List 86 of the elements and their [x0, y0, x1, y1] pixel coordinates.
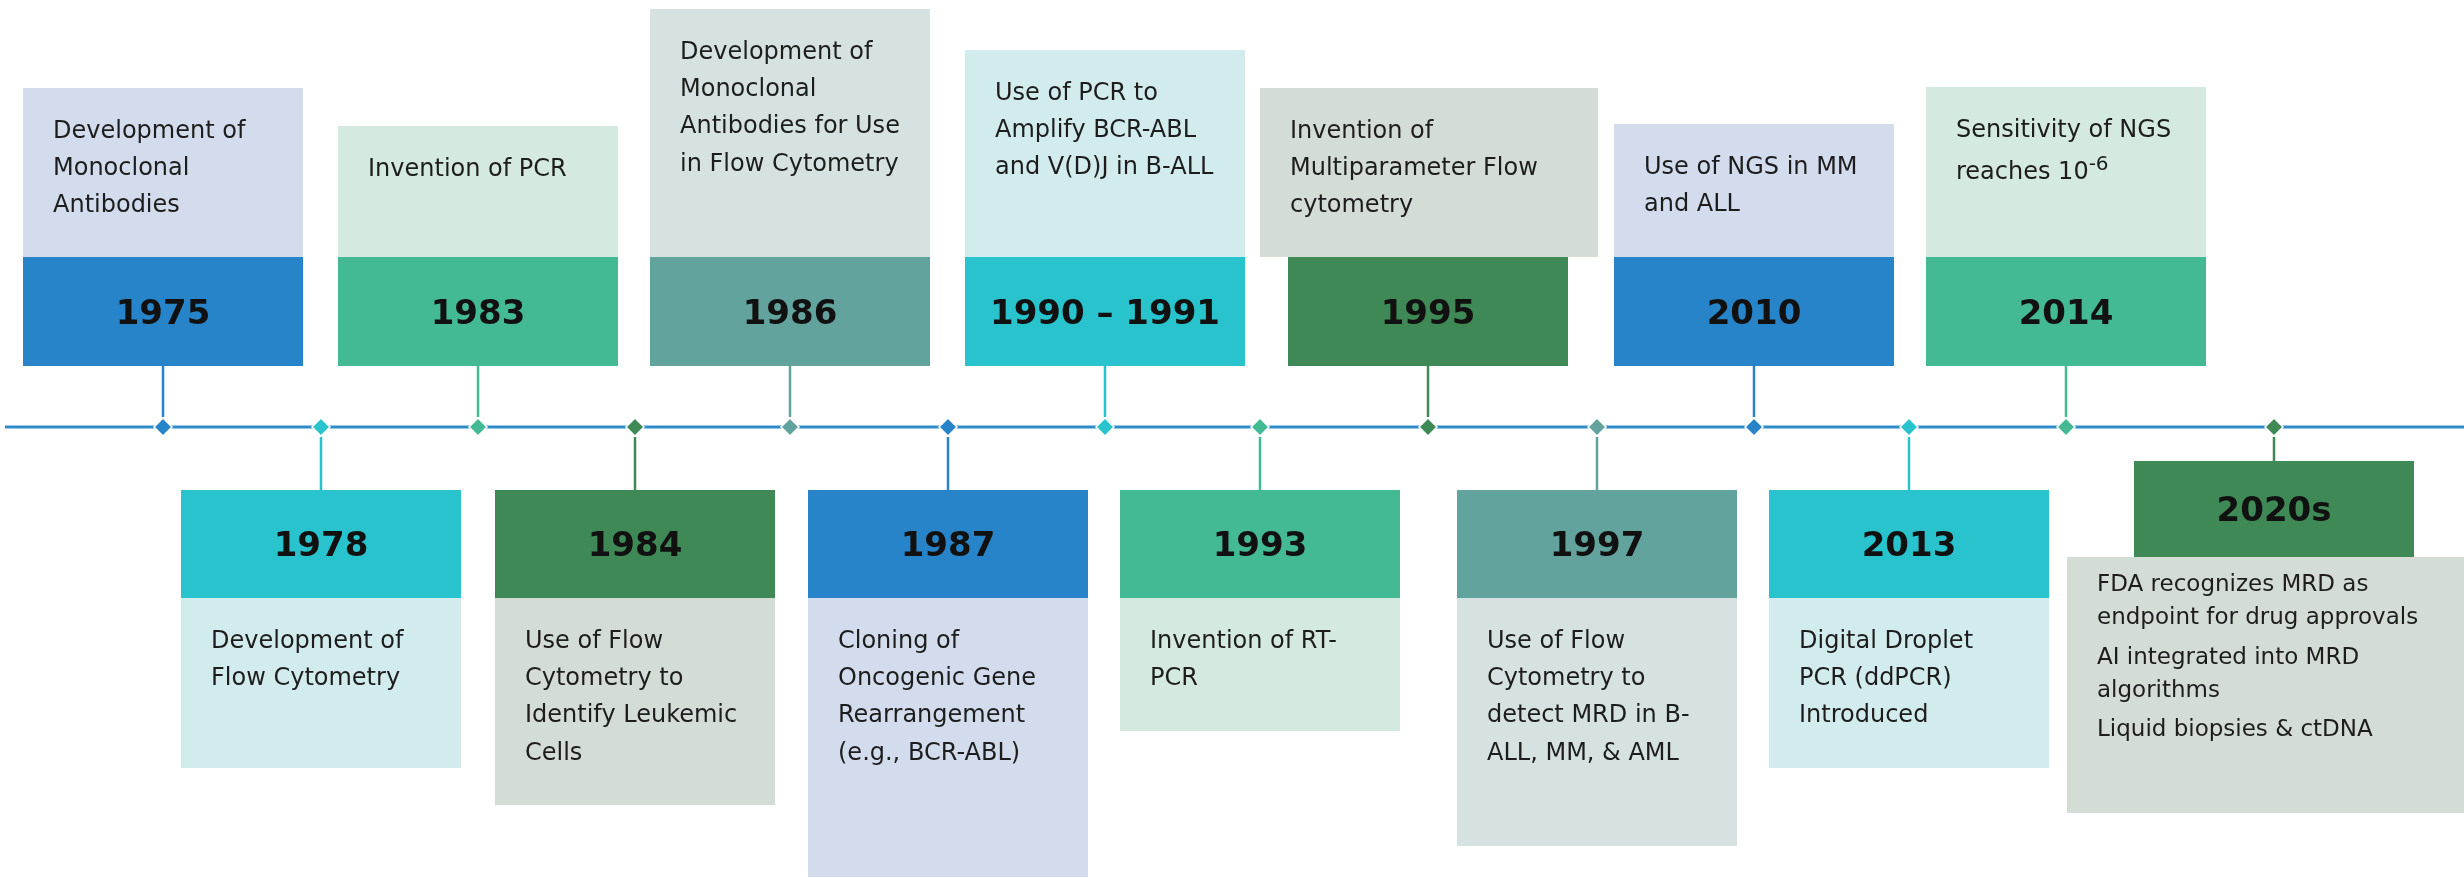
timeline-marker [1250, 417, 1270, 437]
connector-line [319, 437, 323, 490]
year-banner [338, 257, 618, 366]
connector-line [1595, 437, 1599, 490]
timeline-marker [1418, 417, 1438, 437]
year-text: 2020s [2216, 489, 2332, 529]
event-description: Invention of Multiparameter Flow cytometry [1290, 115, 1539, 221]
year-banner [1120, 490, 1400, 598]
event-card [1120, 598, 1400, 731]
connector-line [161, 366, 165, 417]
year-text: 1983 [430, 291, 526, 332]
year-text: 1986 [742, 291, 838, 332]
timeline-marker [780, 417, 800, 437]
timeline-marker [2264, 417, 2284, 437]
year-text: 1993 [1212, 524, 1308, 564]
event-card [2067, 557, 2464, 813]
timeline-marker [153, 417, 173, 437]
year-text: 2013 [1861, 524, 1957, 564]
event-card [1457, 598, 1737, 846]
connector-line [788, 366, 792, 417]
year-banner [808, 490, 1088, 598]
event-card [495, 598, 775, 805]
year-banner [650, 257, 930, 366]
timeline-marker [1587, 417, 1607, 437]
event-description: Invention of PCR [368, 153, 568, 184]
event-description: Development of Monoclonal Antibodies [53, 115, 247, 221]
year-text: 2010 [1706, 291, 1802, 332]
timeline-marker [468, 417, 488, 437]
event-card [338, 126, 618, 257]
event-description: Liquid biopsies & ctDNA [2097, 714, 2374, 744]
connector-line [2272, 437, 2276, 461]
event-card [650, 9, 930, 257]
year-banner [495, 490, 775, 598]
year-banner [23, 257, 303, 366]
connector-line [633, 437, 637, 490]
year-text: 1978 [273, 524, 369, 564]
year-text: 1975 [115, 291, 211, 332]
connector-line [2064, 366, 2068, 417]
event-card [1260, 88, 1598, 257]
connector-line [1258, 437, 1262, 490]
year-text: 2014 [2018, 291, 2114, 332]
timeline-marker [1095, 417, 1115, 437]
connector-line [946, 437, 950, 490]
event-card [808, 598, 1088, 877]
event-card [1614, 124, 1894, 257]
year-text: 1984 [587, 524, 683, 564]
year-banner [1769, 490, 2049, 598]
event-description: Use of Flow Cytometry to detect MRD in B-ALL, MM, & AML [1487, 625, 1691, 768]
event-description: Development of Flow Cytometry [211, 625, 405, 694]
year-text: 1987 [900, 524, 996, 564]
timeline-marker [311, 417, 331, 437]
connector-line [1907, 437, 1911, 490]
connector-line [476, 366, 480, 417]
connector-line [1752, 366, 1756, 417]
event-description: Use of PCR to Amplify BCR-ABL and V(D)J in B-ALL [995, 77, 1215, 183]
event-card [181, 598, 461, 768]
event-card [1926, 87, 2206, 257]
event-description: FDA recognizes MRD as endpoint for drug approvals [2097, 569, 2420, 632]
connector-line [1103, 366, 1107, 417]
event-description: Cloning of Oncogenic Gene Rearrangement (e.g., BCR-ABL) [838, 625, 1038, 768]
year-banner [181, 490, 461, 598]
timeline-marker [1744, 417, 1764, 437]
event-card [965, 50, 1245, 257]
year-banner [1614, 257, 1894, 366]
timeline-marker [938, 417, 958, 437]
timeline-marker [1899, 417, 1919, 437]
year-text: 1997 [1549, 524, 1645, 564]
event-description: Use of NGS in MM and ALL [1644, 151, 1859, 220]
event-description: Sensitivity of NGS reaches 10$^{-6}$ [1956, 114, 2173, 188]
timeline-marker [2056, 417, 2076, 437]
year-text: 1990 – 1991 [990, 291, 1220, 332]
connector-line [1426, 366, 1430, 417]
year-text: 1995 [1380, 291, 1476, 332]
timeline-marker [625, 417, 645, 437]
year-banner [965, 257, 1245, 366]
year-banner [1457, 490, 1737, 598]
event-description: AI integrated into MRD algorithms [2097, 641, 2361, 705]
event-card [23, 88, 303, 257]
year-banner [2134, 461, 2414, 557]
event-card [1769, 598, 2049, 768]
event-description: Use of Flow Cytometry to Identify Leukemic Cells [525, 625, 739, 768]
year-banner [1288, 257, 1568, 366]
event-description: Digital Droplet PCR (ddPCR) Introduced [1799, 625, 1975, 731]
year-banner [1926, 257, 2206, 366]
event-description: Development of Monoclonal Antibodies for Use in Flow Cytometry [680, 36, 901, 179]
event-description: Invention of RT-PCR [1150, 625, 1338, 694]
